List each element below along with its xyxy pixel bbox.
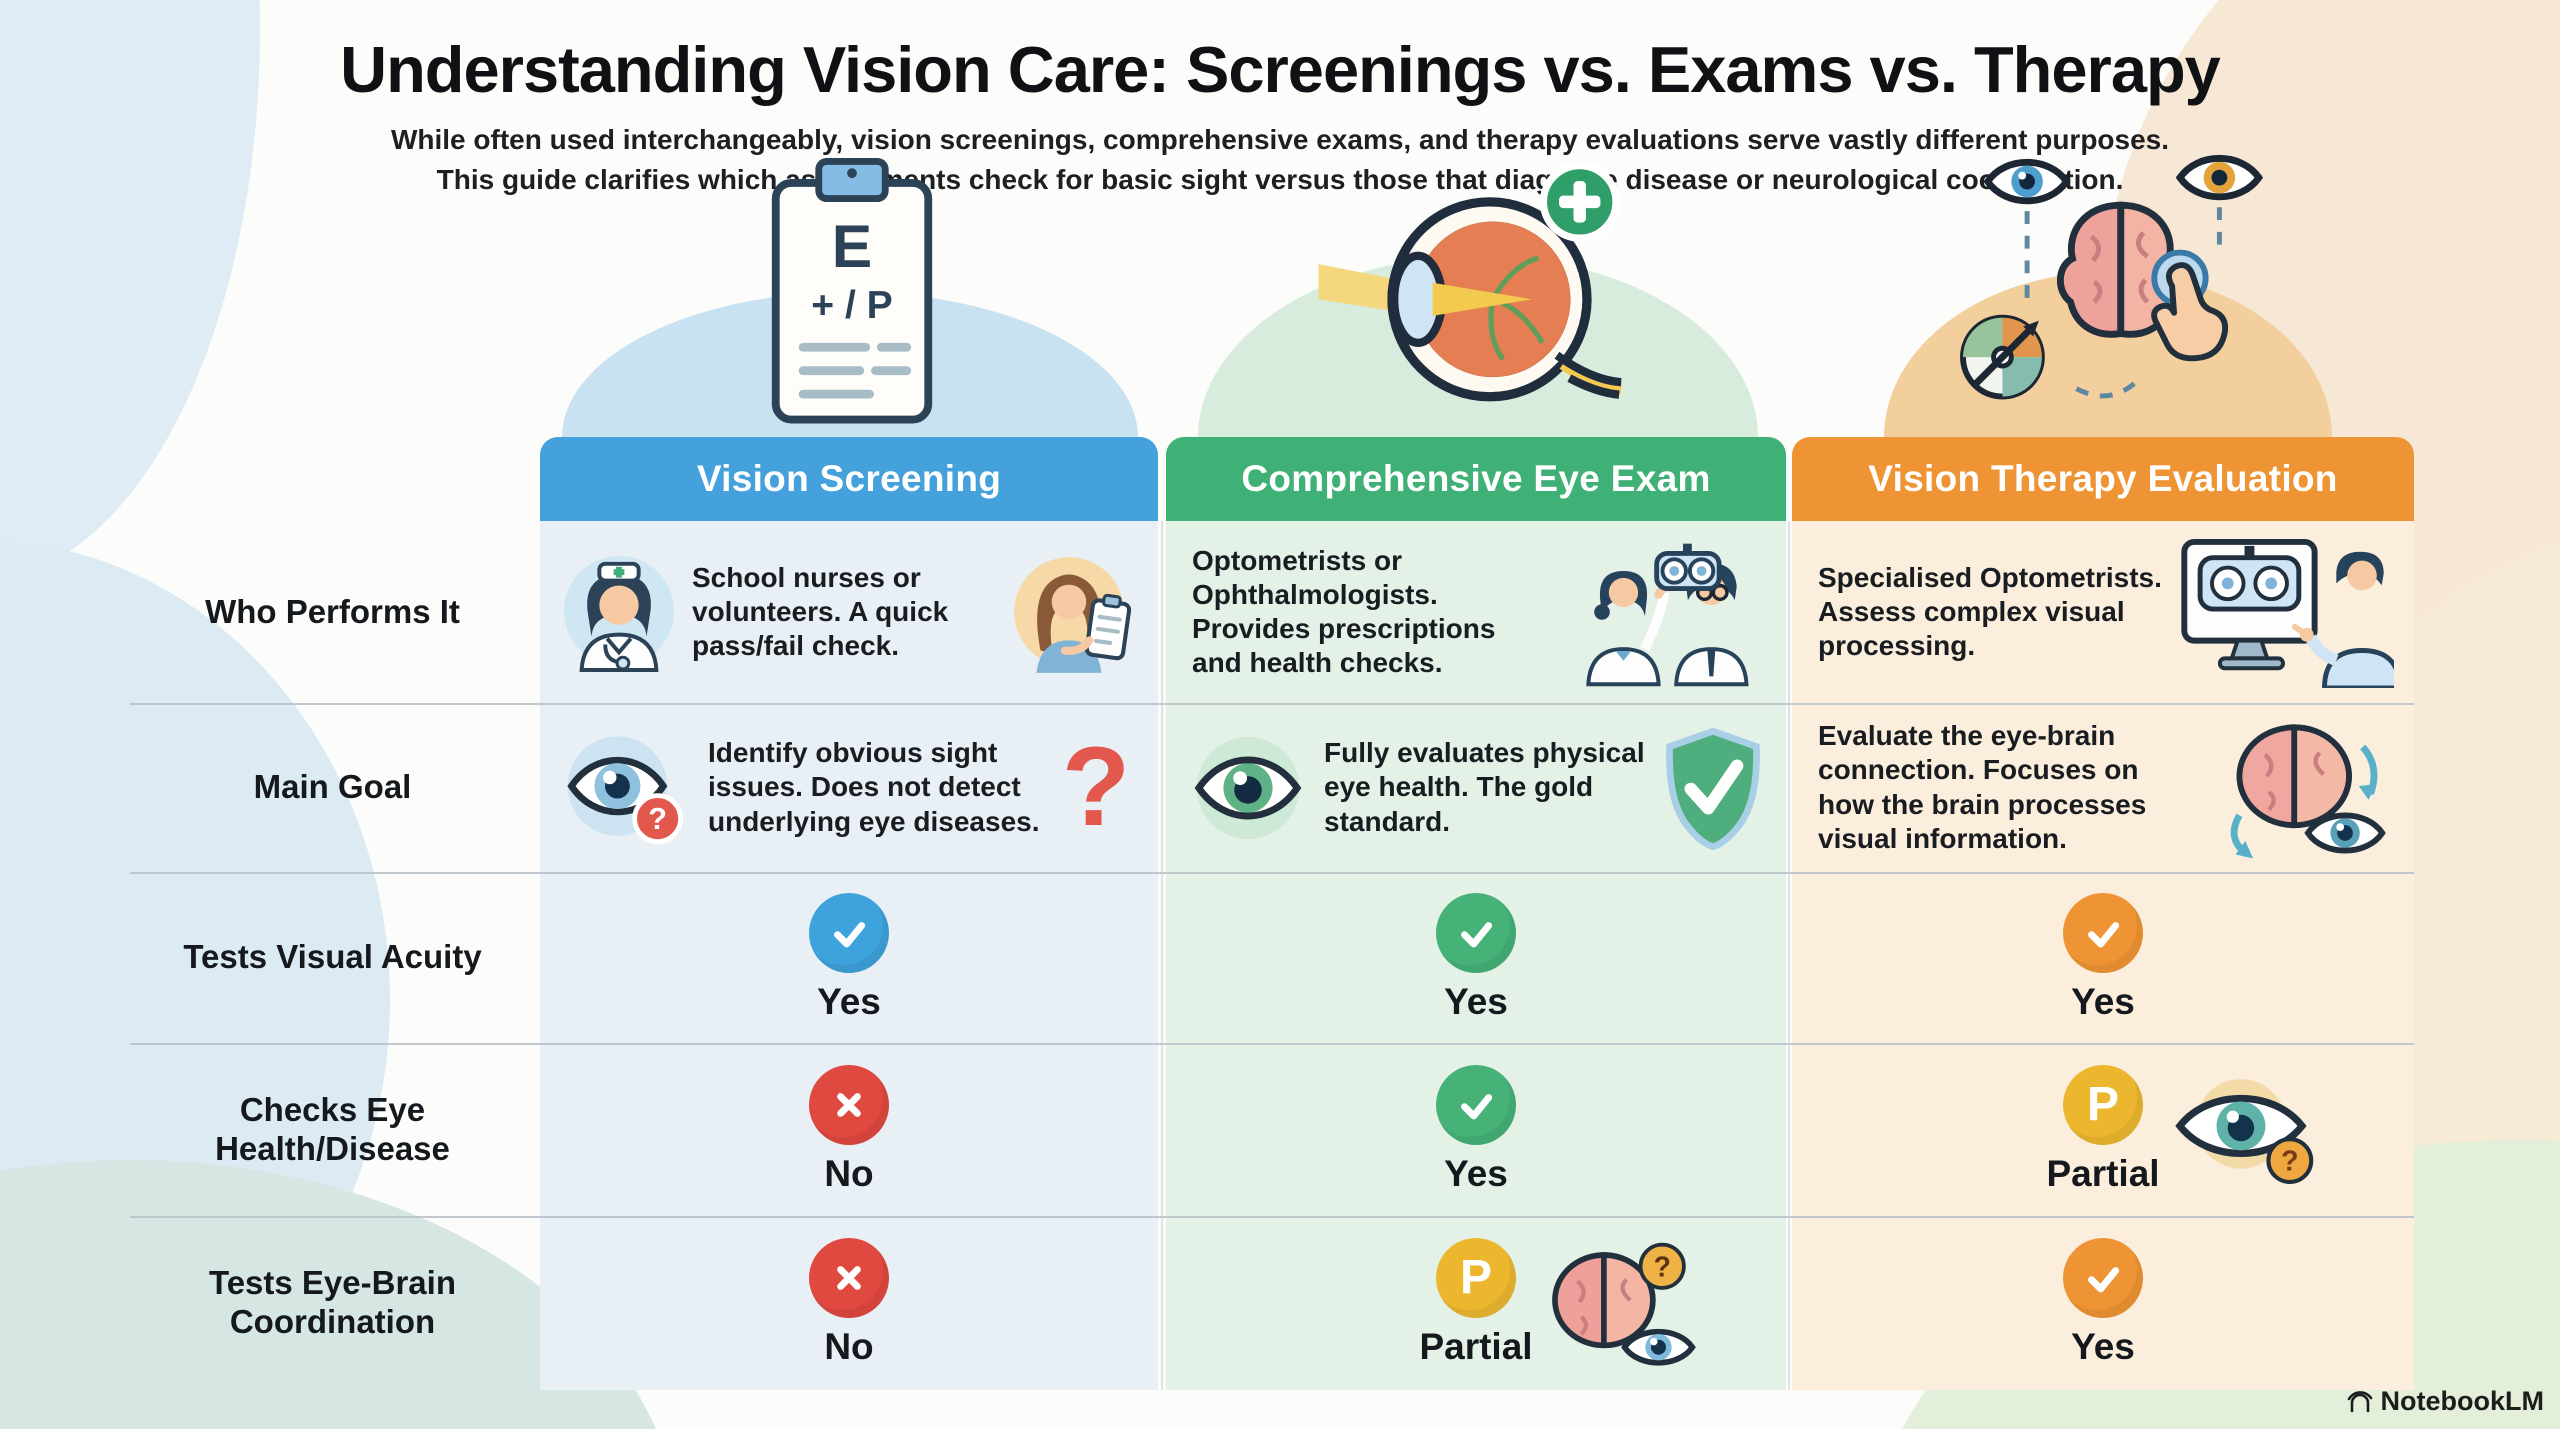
column-header-vision-screening: Vision Screening <box>540 437 1158 521</box>
cell-eyebrain-therapy: Yes <box>1792 1216 2414 1390</box>
partial-icon: P <box>1436 1238 1516 1318</box>
partial-icon: P <box>2063 1064 2143 1145</box>
cell-goal-exam: Fully evaluates physical eye health. The… <box>1166 703 1786 872</box>
column-divider <box>1788 521 1790 1390</box>
question-glyph: ? <box>648 802 667 836</box>
column-header-comprehensive-eye-exam: Comprehensive Eye Exam <box>1166 437 1786 521</box>
eye-chart-clipboard-icon: E + / P <box>771 158 933 424</box>
column-header-vision-therapy-evaluation: Vision Therapy Evaluation <box>1792 437 2414 521</box>
row-divider <box>130 1043 2414 1045</box>
cell-acuity-exam: Yes <box>1166 872 1786 1043</box>
check-icon <box>1436 1064 1516 1145</box>
notebooklm-watermark: NotebookLM <box>2346 1386 2544 1417</box>
column-header-label: Comprehensive Eye Exam <box>1241 458 1711 499</box>
value-label: No <box>824 1326 874 1367</box>
cell-text: Fully evaluates physical eye health. The… <box>1324 737 1645 837</box>
subtitle-line-1: While often used interchangeably, vision… <box>390 124 2170 155</box>
blue-eye-node <box>1983 159 2071 205</box>
value-label: Yes <box>2071 1326 2135 1367</box>
brain-eye-network-icon <box>1960 155 2264 400</box>
green-eye-icon <box>1194 736 1302 839</box>
column-header-label: Vision Therapy Evaluation <box>1868 458 2338 499</box>
cell-acuity-therapy: Yes <box>1792 872 2414 1043</box>
eye-question-orange-icon: ? <box>2175 1079 2314 1184</box>
row-divider <box>130 872 2414 874</box>
value-label: Yes <box>1444 1152 1508 1194</box>
brand-label: NotebookLM <box>2380 1386 2544 1416</box>
page-title: Understanding Vision Care: Screenings vs… <box>340 33 2221 106</box>
cell-goal-screening: ? Identify obvious sight issues. Does no… <box>540 703 1158 872</box>
cell-who-exam: Optometrists or Ophthalmologists. Provid… <box>1166 521 1786 703</box>
cell-text: School nurses or volunteers. A quick pas… <box>692 561 949 662</box>
eye-anatomy-plus-icon <box>1318 161 1622 402</box>
value-label: Yes <box>1444 980 1508 1022</box>
notebooklm-logo-icon <box>2347 1390 2372 1412</box>
value-label: Partial <box>1419 1326 1533 1367</box>
value-label: Yes <box>817 980 881 1022</box>
clipboard-woman-icon <box>1014 557 1132 673</box>
cell-health-therapy: P Partial ? <box>1792 1043 2414 1216</box>
value-label: Partial <box>2046 1152 2160 1194</box>
brain-arrows-eye-icon <box>2230 723 2386 858</box>
cell-text: Identify obvious sight issues. Does not … <box>708 737 1040 837</box>
row-label-tests-visual-acuity: Tests Visual Acuity <box>183 938 482 976</box>
row-label-main-goal: Main Goal <box>253 768 412 806</box>
chart-letter: E <box>832 212 872 280</box>
cell-who-therapy: Specialised Optometrists. Assess complex… <box>1792 521 2414 703</box>
partial-glyph: P <box>1459 1251 1492 1304</box>
nurse-icon <box>563 555 675 672</box>
cell-text: Optometrists or Ophthalmologists. Provid… <box>1192 544 1496 679</box>
pointing-hand <box>2151 249 2229 362</box>
shield-check-icon <box>1666 727 1760 850</box>
check-icon <box>2063 892 2143 973</box>
value-label: No <box>824 1152 874 1194</box>
orange-eye-node <box>2175 155 2264 201</box>
compass-target <box>1960 314 2045 400</box>
check-icon <box>2063 1238 2143 1318</box>
row-divider <box>130 703 2414 705</box>
question-glyph: ? <box>2281 1146 2298 1178</box>
eye-question-icon: ? <box>567 735 683 844</box>
cell-health-screening: No <box>540 1043 1158 1216</box>
cross-icon <box>809 1238 889 1318</box>
row-label-tests-eye-brain: Tests Eye-Brain Coordination <box>209 1264 456 1340</box>
check-icon <box>809 892 889 973</box>
column-header-label: Vision Screening <box>696 458 1002 499</box>
row-divider <box>130 1216 2414 1218</box>
cell-text: Evaluate the eye-brain connection. Focus… <box>1818 720 2147 854</box>
big-question-mark-icon: ? <box>1061 724 1131 850</box>
row-label-who-performs-it: Who Performs It <box>205 592 460 630</box>
question-glyph: ? <box>1654 1251 1671 1283</box>
monitor-phoropter-man-icon <box>2181 538 2394 688</box>
cell-acuity-screening: Yes <box>540 872 1158 1043</box>
cell-who-screening: School nurses or volunteers. A quick pas… <box>540 521 1158 703</box>
cell-health-exam: Yes <box>1166 1043 1786 1216</box>
brain-question-eye-icon: ? <box>1552 1242 1696 1366</box>
cross-icon <box>809 1064 889 1145</box>
chart-symbols: + / P <box>811 284 893 327</box>
two-doctors-phoropter-icon <box>1586 543 1749 687</box>
cell-text: Specialised Optometrists. Assess complex… <box>1818 561 2162 662</box>
check-icon <box>1436 892 1516 973</box>
cell-eyebrain-screening: No <box>540 1216 1158 1390</box>
cell-goal-therapy: Evaluate the eye-brain connection. Focus… <box>1792 703 2414 872</box>
column-divider <box>1161 521 1163 1390</box>
cell-eyebrain-exam: P Partial ? <box>1166 1216 1786 1390</box>
value-label: Yes <box>2071 980 2135 1022</box>
partial-glyph: P <box>2086 1077 2119 1131</box>
subtitle-line-2: This guide clarifies which assessments c… <box>436 164 2124 195</box>
row-label-checks-eye-health: Checks Eye Health/Disease <box>215 1090 450 1167</box>
